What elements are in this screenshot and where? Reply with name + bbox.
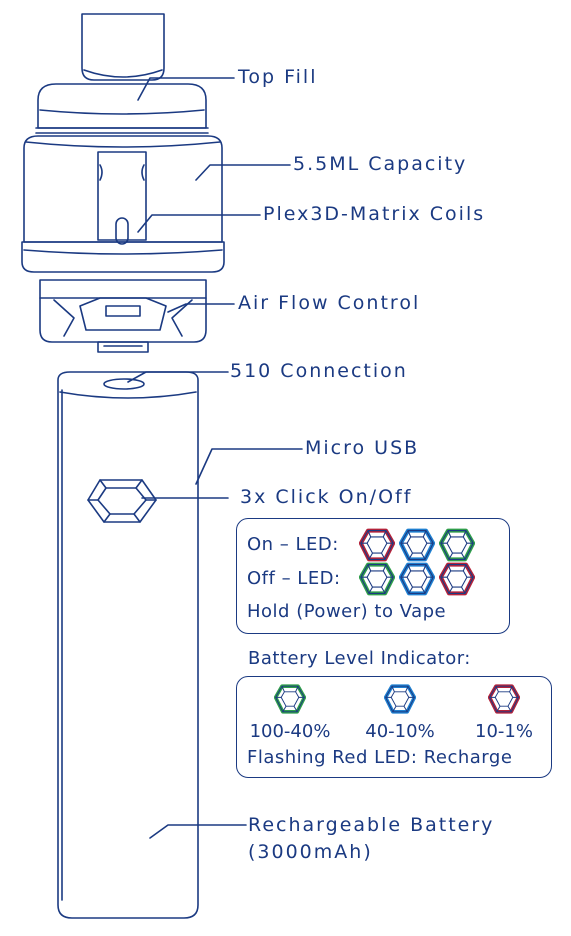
label-510-connection: 510 Connection <box>230 360 408 382</box>
battery-level-label: 10-1% <box>475 721 533 742</box>
off-led-label: Off – LED: <box>247 568 341 589</box>
led-red-icon <box>488 684 520 714</box>
tank-window <box>97 151 147 241</box>
leader-lines <box>127 77 303 839</box>
led-blue-icon <box>399 562 435 596</box>
led-red-icon <box>439 562 475 596</box>
on-led-label: On – LED: <box>247 534 339 555</box>
top-cap <box>37 83 207 129</box>
drip-tip <box>81 13 165 81</box>
label-micro-usb: Micro USB <box>305 437 420 459</box>
battery-level-item: 10-1% <box>459 683 549 742</box>
battery-level-box: 100-40% 40-10% 10-1% Flashing Red LED: Rec… <box>236 676 552 778</box>
hold-to-vape-text: Hold (Power) to Vape <box>247 601 447 622</box>
battery-indicator-title: Battery Level Indicator: <box>248 648 471 669</box>
on-led-icons <box>359 527 489 563</box>
led-green-icon <box>439 528 475 562</box>
label-capacity: 5.5ML Capacity <box>293 153 468 175</box>
label-battery-capacity: (3000mAh) <box>248 841 373 863</box>
led-blue-icon <box>384 684 416 714</box>
battery-level-label: 40-10% <box>365 721 435 742</box>
tank-glass <box>23 135 223 243</box>
label-click: 3x Click On/Off <box>240 486 413 508</box>
led-info-box: On – LED: Off – LED: Hold (Power) to Vap… <box>236 518 510 634</box>
battery-level-label: 100-40% <box>249 721 331 742</box>
label-battery: Rechargeable Battery <box>248 814 495 836</box>
fire-button <box>87 479 157 523</box>
recharge-note: Flashing Red LED: Recharge <box>247 747 513 768</box>
led-blue-icon <box>399 528 435 562</box>
battery-level-item: 40-10% <box>355 683 445 742</box>
led-green-icon <box>359 562 395 596</box>
label-coils: Plex3D-Matrix Coils <box>263 203 486 225</box>
airflow-ring <box>39 279 207 343</box>
label-airflow: Air Flow Control <box>238 292 421 314</box>
battery-body <box>57 371 199 919</box>
led-green-icon <box>274 684 306 714</box>
off-led-icons <box>359 561 489 597</box>
led-red-icon <box>359 528 395 562</box>
battery-level-item: 100-40% <box>245 683 335 742</box>
label-top-fill: Top Fill <box>238 66 318 88</box>
